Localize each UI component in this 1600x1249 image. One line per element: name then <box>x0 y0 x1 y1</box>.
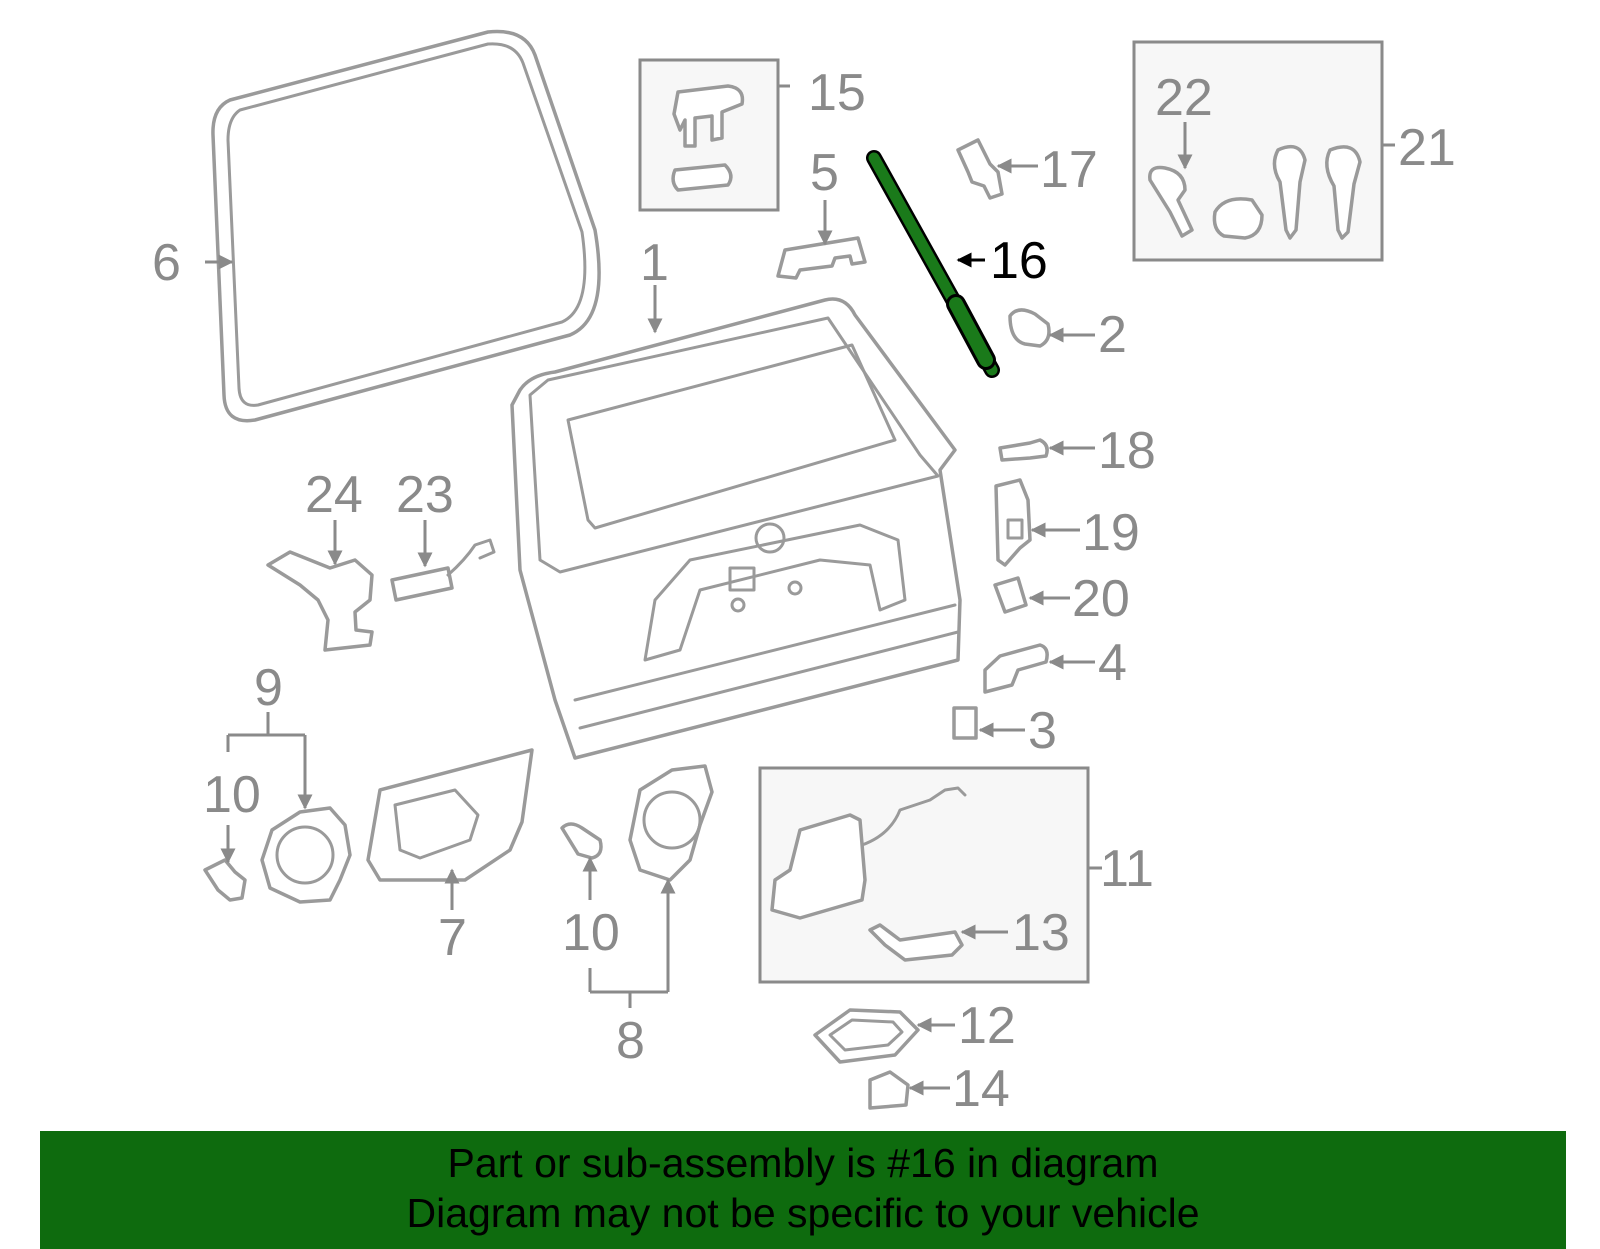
leader-lines <box>205 84 1395 1096</box>
banner-line-2: Diagram may not be specific to your vehi… <box>406 1190 1200 1236</box>
info-banner: Part or sub-assembly is #16 in diagram D… <box>40 1131 1566 1249</box>
label-14: 14 <box>952 1060 1010 1118</box>
label-11: 11 <box>1100 840 1154 898</box>
label-10a: 10 <box>203 766 261 824</box>
part-6-weatherstrip <box>211 29 601 423</box>
part-5-bracket <box>776 236 867 280</box>
label-9: 9 <box>254 659 283 717</box>
part-21-lock-cylinder-box <box>1132 40 1384 262</box>
label-1: 1 <box>640 234 669 292</box>
part-10a-clip <box>203 858 247 902</box>
part-17-clip <box>956 138 1004 200</box>
part-1-liftgate <box>510 297 962 760</box>
label-23: 23 <box>396 466 454 524</box>
label-10b: 10 <box>562 904 620 962</box>
part-7-trim-panel <box>366 748 534 882</box>
part-20-pad <box>993 576 1028 614</box>
label-20: 20 <box>1072 570 1130 628</box>
part-16-lift-support-strut <box>866 150 1000 378</box>
part-19-striker <box>994 478 1032 567</box>
label-21: 21 <box>1398 119 1456 177</box>
part-3-stopper <box>952 706 978 740</box>
label-17: 17 <box>1040 141 1098 199</box>
part-8-cover <box>628 764 714 882</box>
label-12: 12 <box>958 997 1016 1055</box>
part-11-lock-box <box>758 766 1090 984</box>
part-10b-clip <box>560 822 603 860</box>
label-13: 13 <box>1012 904 1070 962</box>
part-labels: 6 15 5 1 16 17 2 22 21 18 19 20 4 3 11 1… <box>152 64 1456 1118</box>
part-9-cover <box>260 806 352 904</box>
part-23-switch <box>390 538 496 602</box>
label-2: 2 <box>1098 306 1127 364</box>
parts-diagram: 6 15 5 1 16 17 2 22 21 18 19 20 4 3 11 1… <box>152 29 1456 1118</box>
part-24-bracket <box>266 550 374 652</box>
part-12-gasket <box>813 1008 920 1064</box>
part-4-cover <box>983 643 1049 694</box>
label-6: 6 <box>152 234 181 292</box>
label-4: 4 <box>1098 634 1127 692</box>
label-3: 3 <box>1028 702 1057 760</box>
part-2-cushion <box>1008 308 1051 348</box>
label-7: 7 <box>438 909 467 967</box>
label-15: 15 <box>808 64 866 122</box>
label-5: 5 <box>810 144 839 202</box>
label-22: 22 <box>1155 69 1213 127</box>
label-16: 16 <box>990 232 1048 290</box>
label-18: 18 <box>1098 422 1156 480</box>
part-15-hinge-box <box>638 58 780 212</box>
label-24: 24 <box>305 466 363 524</box>
part-14-cover <box>868 1070 910 1110</box>
banner-line-1: Part or sub-assembly is #16 in diagram <box>447 1140 1159 1186</box>
label-19: 19 <box>1082 504 1140 562</box>
label-8: 8 <box>616 1012 645 1070</box>
part-18-bolt <box>998 438 1049 462</box>
